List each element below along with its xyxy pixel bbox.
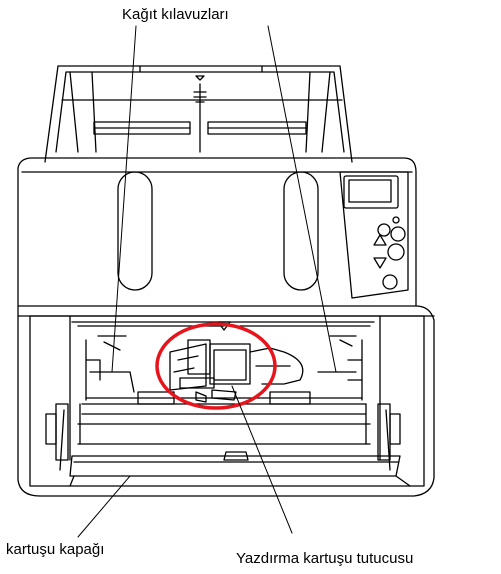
leader-line-cartridge-holder xyxy=(231,385,293,534)
paper-chute xyxy=(44,65,353,163)
leader-line-paper-guide-left xyxy=(111,25,137,373)
leader-lines xyxy=(77,25,337,538)
cartridge-cover-label: kartuşu kapağı xyxy=(6,541,105,558)
leader-line-cartridge-cover xyxy=(77,475,131,538)
highlight-ellipse xyxy=(155,322,277,410)
panel-button xyxy=(382,274,398,290)
paper-guides-label: Kağıt kılavuzları xyxy=(122,6,229,23)
panel-button xyxy=(377,223,391,237)
print-cartridge-holder-label: Yazdırma kartuşu tutucusu xyxy=(236,550,414,567)
small-indicator xyxy=(392,216,400,224)
operator-panel xyxy=(339,171,409,299)
print-cartridge-holder xyxy=(169,339,304,403)
down-arrow-icon xyxy=(373,257,387,269)
panel-button xyxy=(387,243,405,261)
leader-line-paper-guide-right xyxy=(267,25,337,373)
panel-button xyxy=(390,226,406,242)
panel-display xyxy=(343,175,399,209)
lower-body xyxy=(17,305,435,497)
up-arrow-icon xyxy=(373,234,387,246)
